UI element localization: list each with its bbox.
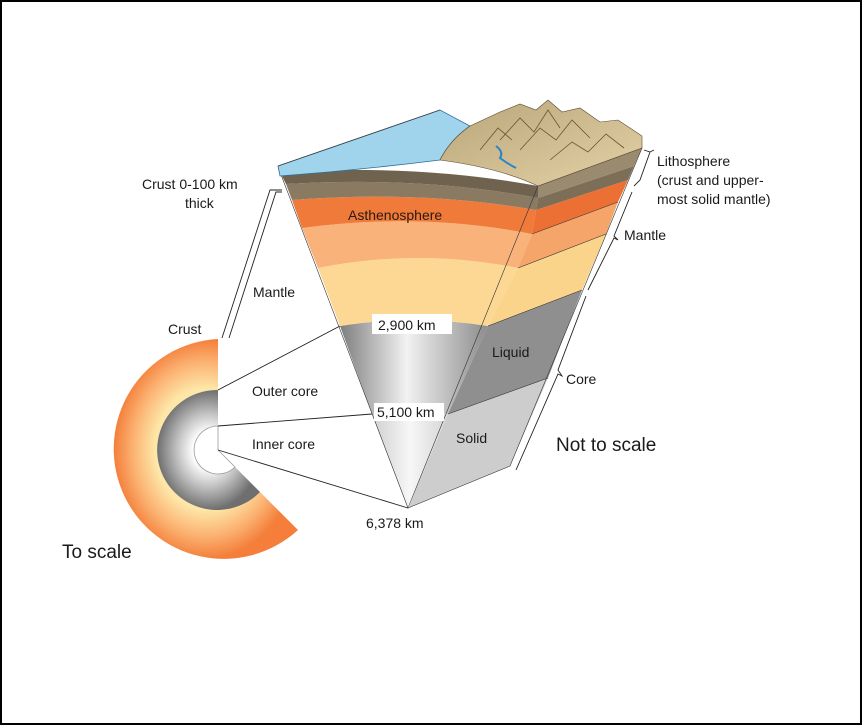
wedge-asthenosphere	[292, 196, 536, 234]
to-scale-section	[113, 339, 298, 559]
ocean-surface	[277, 109, 471, 177]
core-label: Core	[566, 371, 597, 387]
wedge-inner-core	[372, 409, 448, 508]
wedge-crust	[280, 169, 538, 198]
bracket-mantle	[587, 191, 633, 291]
projection-lines	[217, 189, 409, 509]
lithosphere-label: Lithosphere	[657, 153, 730, 169]
mountain-ridges	[479, 109, 625, 161]
side-outer-core	[448, 290, 582, 414]
depth-2900-label: 2,900 km	[378, 317, 436, 333]
liquid-label: Liquid	[492, 344, 529, 360]
side-lower-mantle	[488, 234, 606, 326]
side-asthenosphere	[532, 180, 628, 234]
surface-edge	[277, 109, 441, 167]
bracket-core	[515, 295, 587, 471]
depth-5100-label: 5,100 km	[377, 404, 435, 420]
not-to-scale-label: Not to scale	[556, 435, 656, 456]
wedge-lithosphere	[286, 181, 538, 210]
crust-thickness-label: Crust 0-100 km	[142, 176, 238, 192]
wedge-outer-core	[340, 320, 488, 414]
asthenosphere-label: Asthenosphere	[348, 207, 442, 223]
mantle-right-label: Mantle	[624, 227, 666, 243]
side-lithosphere	[536, 166, 634, 210]
to-scale-inner-core	[193, 425, 236, 475]
to-scale-label: To scale	[62, 542, 132, 563]
wedge-upper-mantle	[302, 221, 532, 268]
outer-core-label: Outer core	[252, 383, 318, 399]
depth-2900-bg	[372, 314, 452, 334]
solid-label: Solid	[456, 430, 487, 446]
side-upper-mantle	[518, 202, 618, 268]
land-surface	[439, 99, 643, 187]
side-crust	[538, 148, 642, 198]
crust-thickness-label-2: thick	[185, 195, 215, 211]
bracket-lithosphere	[633, 149, 655, 187]
lithosphere-label-3: most solid mantle)	[657, 191, 771, 207]
wedge-lower-mantle	[318, 258, 518, 326]
inner-core-label: Inner core	[252, 436, 315, 452]
lithosphere-label-2: (crust and upper-	[657, 172, 764, 188]
crust-label: Crust	[168, 321, 202, 337]
side-inner-core	[408, 378, 548, 508]
wedge	[277, 99, 643, 509]
depth-6378-label: 6,378 km	[366, 515, 424, 531]
river	[495, 145, 517, 169]
depth-5100-bg	[374, 403, 444, 421]
mantle-left-label: Mantle	[253, 284, 295, 300]
